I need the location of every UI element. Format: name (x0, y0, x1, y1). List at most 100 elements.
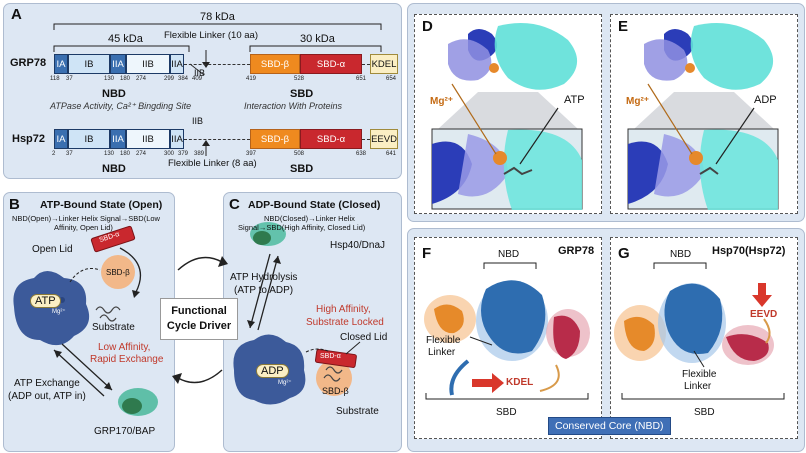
panel-c-label: C (229, 196, 240, 213)
hsp72-linker (184, 139, 250, 140)
hsp72-num: 641 (386, 151, 397, 157)
grp78-nbd-label: NBD (102, 88, 126, 100)
hsp72-num: 397 (246, 151, 257, 157)
b-affinity-1: Low Affinity, (98, 342, 151, 353)
panel-f-sbd: SBD (496, 407, 517, 418)
sbd-desc: Interaction With Proteins (244, 101, 342, 111)
grp78-num: 409 (192, 76, 203, 82)
panel-f-linker-2: Linker (428, 347, 456, 358)
panel-g-sbd: SBD (694, 407, 715, 418)
hsp72-sbd-alpha: SBD-α (300, 129, 362, 149)
grp78-tail (362, 64, 370, 65)
center-line-1: Functional (171, 305, 227, 317)
hsp72-num: 638 (356, 151, 367, 157)
nbd-desc: ATPase Activity, Ca²⁺ Bingding Site (50, 101, 192, 111)
c-sbd-beta: SBD-β (322, 386, 349, 396)
c-sbd-alpha: SBD-α (320, 353, 341, 360)
b-exchange-2: (ADP out, ATP in) (8, 391, 86, 402)
linker-8-label: Flexible Linker (8 aa) (168, 158, 257, 169)
panel-c-title: ADP-Bound State (Closed) (248, 199, 381, 211)
panel-f-linker-1: Flexible (426, 335, 461, 346)
panel-b-label: B (9, 196, 20, 213)
panel-b-subtitle-2: Affinity, Open Lid) (54, 223, 113, 232)
panel-de: D Mg²⁺ ATP E Mg²⁺ ADP (407, 3, 805, 222)
panel-a: A 78 kDa 45 kDa 30 kDa Flexible Linker (… (3, 3, 402, 179)
grp78-num: 384 (178, 76, 189, 82)
fg-structures (424, 262, 785, 400)
grp78-ib: IB (68, 54, 110, 74)
grp78-num: 118 (50, 76, 60, 82)
grp78-num: 37 (66, 76, 73, 82)
hsp72-iia-1: IIA (110, 129, 126, 149)
grp78-label: GRP78 (10, 57, 47, 69)
panel-e-mg: Mg²⁺ (626, 96, 650, 107)
panel-g-linker-1: Flexible (682, 369, 717, 380)
grp78-iia-1: IIA (110, 54, 126, 74)
hsp72-sbd-label: SBD (290, 163, 314, 175)
hsp72-iib-side: IIB (192, 116, 204, 126)
hsp72-iib: IIB (126, 129, 170, 149)
panel-g-nbd: NBD (670, 249, 692, 260)
grp78-iib: IIB (126, 54, 170, 74)
hsp72-nbd-label: NBD (102, 163, 126, 175)
hsp72-tail (362, 139, 370, 140)
b-exchange-1: ATP Exchange (14, 378, 80, 389)
hsp72-label: Hsp72 (12, 133, 46, 145)
hsp72-num: 2 (52, 151, 56, 157)
grp78-num: 180 (120, 76, 131, 82)
grp78-num: 419 (246, 76, 257, 82)
de-structures (431, 23, 779, 210)
panel-fg: F GRP78 NBD Flexible Linker KDEL SBD G H… (407, 228, 805, 452)
c-affinity-1: High Affinity, (316, 304, 371, 315)
grp78-num: 130 (104, 76, 115, 82)
hsp72-num: 508 (294, 151, 305, 157)
c-cofactor: Hsp40/DnaJ (330, 240, 386, 251)
panel-b-title: ATP-Bound State (Open) (40, 199, 163, 211)
c-adp: ADP (256, 364, 289, 378)
c-mg: Mg²⁺ (278, 380, 292, 386)
hsp72-iia-2: IIA (170, 129, 184, 149)
panel-f-title: GRP78 (558, 245, 595, 257)
b-affinity-2: Rapid Exchange (90, 354, 164, 365)
hsp72-num: 180 (120, 151, 131, 157)
hsp72-ib: IB (68, 129, 110, 149)
panel-g-tag: EEVD (750, 309, 778, 320)
hsp72-ia: IA (54, 129, 68, 149)
center-box: Functional Cycle Driver (160, 298, 238, 340)
panel-g-linker-2: Linker (684, 381, 712, 392)
panel-a-label: A (11, 6, 22, 23)
kda-78: 78 kDa (200, 11, 235, 23)
panel-e-label: E (618, 18, 629, 35)
grp78-num: 274 (136, 76, 147, 82)
hsp72-num: 274 (136, 151, 147, 157)
panel-d-label: D (422, 18, 433, 35)
hsp72-num: 37 (66, 151, 73, 157)
grp78-sbd-label: SBD (290, 88, 314, 100)
c-hydrolysis-2: (ATP to ADP) (234, 285, 294, 296)
c-hydrolysis-1: ATP Hydrolysis (230, 272, 298, 283)
kda-30: 30 kDa (300, 33, 335, 45)
grp78-num: 299 (164, 76, 175, 82)
panel-a-brackets (53, 23, 382, 156)
panel-e-nuc: ADP (754, 94, 777, 106)
panel-d-mg: Mg²⁺ (430, 96, 454, 107)
c-substrate: Substrate (336, 406, 379, 417)
hsp72-num: 389 (194, 151, 205, 157)
c-closed-lid: Closed Lid (340, 332, 388, 343)
panel-f-tag: KDEL (506, 377, 534, 388)
hsp72-eevd: EEVD (370, 129, 398, 149)
b-atp: ATP (30, 294, 61, 308)
b-substrate: Substrate (92, 322, 135, 333)
b-cofactor: GRP170/BAP (94, 426, 156, 437)
grp78-num: 651 (356, 76, 367, 82)
grp78-kdel: KDEL (370, 54, 398, 74)
grp78-num: 654 (386, 76, 397, 82)
panel-f-label: F (422, 245, 432, 262)
center-line-2: Cycle Driver (166, 320, 232, 332)
open-lid-label: Open Lid (32, 244, 73, 255)
hsp72-num: 130 (104, 151, 115, 157)
grp78-ia: IA (54, 54, 68, 74)
panel-g-label: G (618, 245, 630, 262)
b-sbd-beta: SBD-β (106, 268, 130, 277)
